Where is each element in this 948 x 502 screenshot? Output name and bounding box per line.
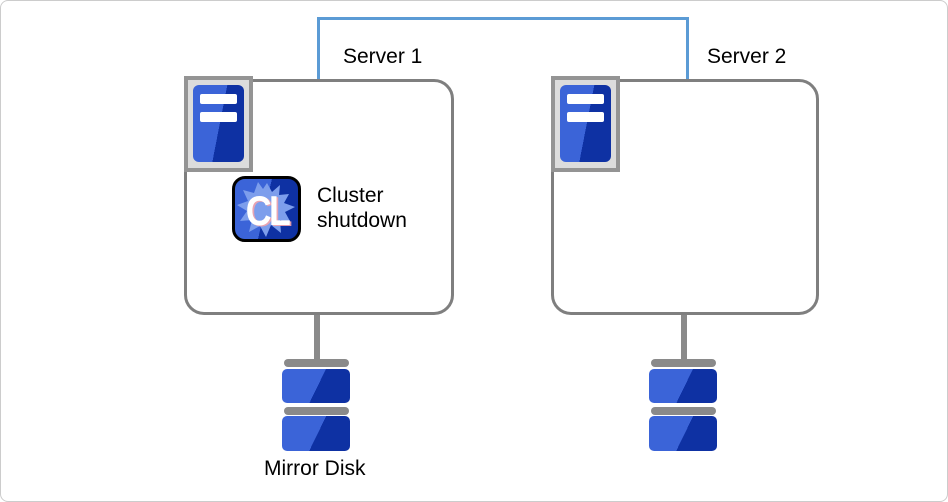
disk-platter	[282, 416, 350, 451]
server-icon-slot-1	[200, 94, 237, 104]
disk-link-line-2	[681, 313, 687, 360]
server-2-label: Server 2	[707, 45, 787, 68]
mirror-disk-label: Mirror Disk	[264, 457, 366, 480]
disk-spacer	[651, 359, 716, 367]
disk-spacer	[284, 407, 349, 415]
server-icon	[184, 76, 253, 172]
cluster-splat-shape	[237, 182, 295, 237]
cluster-shutdown-label: Cluster shutdown	[317, 184, 407, 232]
disk-link-line-1	[314, 313, 320, 360]
disk-spacer	[284, 359, 349, 367]
server-tower-icon	[193, 85, 244, 162]
server-icon	[551, 76, 620, 172]
disk-platter	[649, 369, 717, 403]
server-icon-slot-2	[567, 112, 604, 122]
server-1-label: Server 1	[343, 45, 423, 68]
server-tower-icon	[560, 85, 611, 162]
interconnect-line	[317, 17, 689, 79]
disk-platter	[282, 369, 350, 403]
cluster-app-icon-label: CL	[245, 187, 290, 234]
server-icon-slot-2	[200, 112, 237, 122]
disk-spacer	[651, 407, 716, 415]
cluster-app-icon: CL	[232, 176, 301, 242]
disk-platter	[649, 416, 717, 451]
server-icon-slot-1	[567, 94, 604, 104]
